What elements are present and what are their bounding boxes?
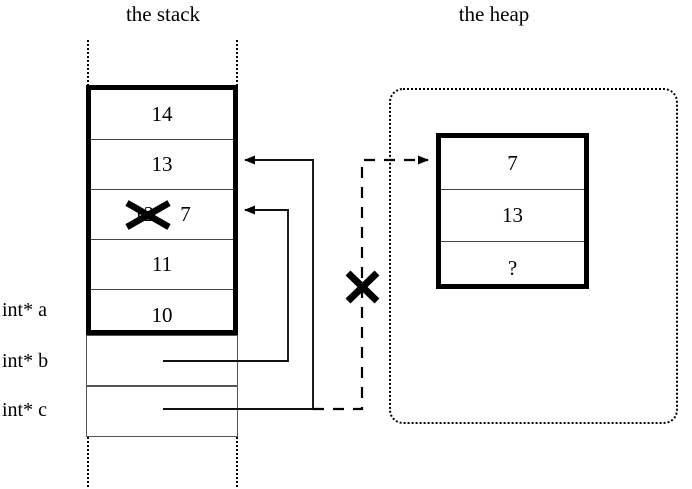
- stack-slot-b: [86, 335, 238, 386]
- stack-cell-3-value: 11: [151, 252, 173, 276]
- stack-frame: 14 13 12 7 11 10: [86, 85, 238, 335]
- heap-cell-1-value: 13: [502, 203, 523, 227]
- var-label-c: int* c: [2, 399, 47, 421]
- stack-cell-0-value: 14: [151, 102, 173, 126]
- heap-block: 7 13 ?: [436, 133, 589, 289]
- stack-cell-4-value: 10: [151, 302, 173, 327]
- stack-cell-2-old-value: 12: [133, 202, 155, 226]
- stack-cell-3: 11: [91, 240, 233, 290]
- heap-cell-1: 13: [441, 190, 584, 242]
- stack-cell-1-value: 13: [151, 152, 173, 176]
- var-label-a: int* a: [2, 299, 47, 321]
- stack-right-guide-top: [236, 40, 238, 86]
- heap-cell-0-value: 7: [507, 151, 518, 175]
- stack-cell-4: 10: [91, 290, 233, 340]
- struck-group: 12 7: [125, 199, 191, 230]
- stack-cell-2-edit: 12 7: [91, 190, 233, 239]
- heap-title: the heap: [458, 2, 530, 26]
- invalidated-pointer-x-icon: [345, 270, 380, 304]
- heap-cell-0: 7: [441, 138, 584, 190]
- stack-cell-0: 14: [91, 90, 233, 140]
- stack-cell-1: 13: [91, 140, 233, 190]
- heap-cell-2-value: ?: [507, 255, 518, 280]
- stack-cell-2-new-value: 7: [180, 202, 191, 226]
- stack-left-guide-top: [87, 40, 89, 86]
- stack-cell-2: 12 7: [91, 190, 233, 240]
- stack-title: the stack: [125, 2, 201, 26]
- stack-left-guide-bottom: [87, 437, 89, 487]
- var-label-b: int* b: [2, 350, 49, 372]
- stack-right-guide-bottom: [236, 437, 238, 487]
- heap-cell-2: ?: [441, 242, 584, 294]
- stack-slot-c: [86, 386, 238, 437]
